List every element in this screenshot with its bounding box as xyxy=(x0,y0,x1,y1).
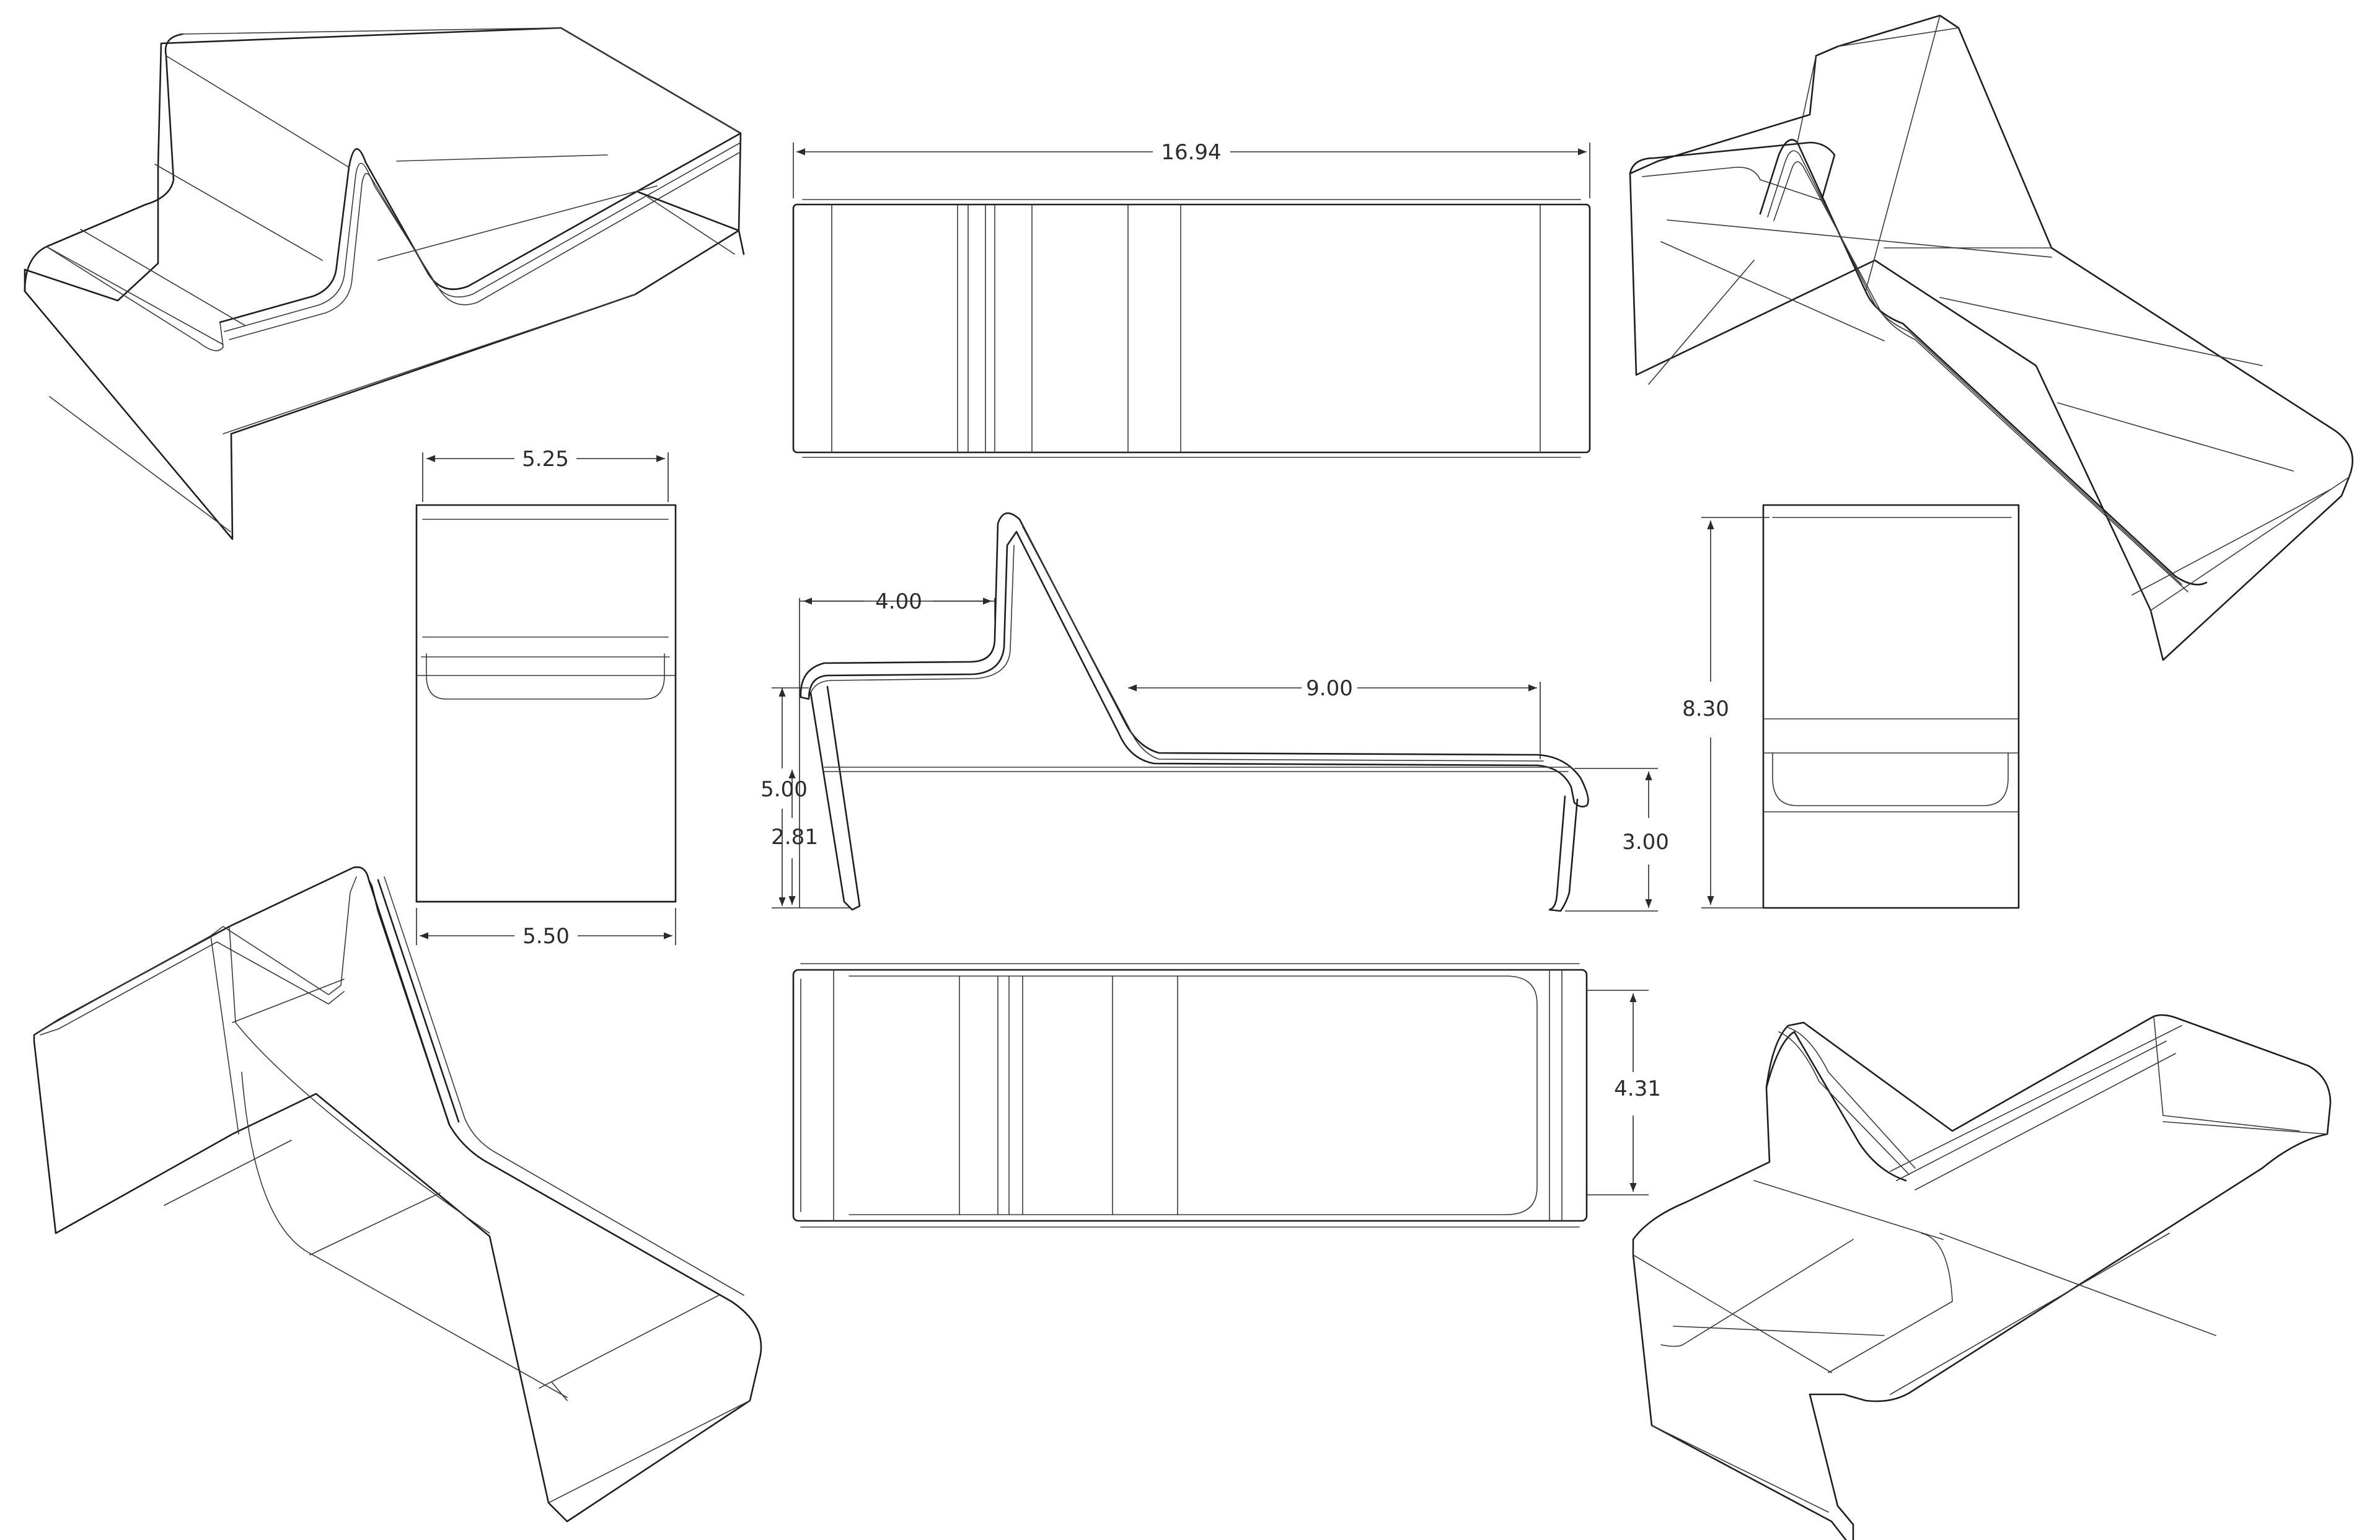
side-view: 4.00 9.00 5.00 2.81 3.00 xyxy=(760,512,1669,912)
dim-overall-height: 5.00 xyxy=(760,777,808,802)
dim-bottom-width: 4.31 xyxy=(1614,1076,1661,1101)
back-view: 8.30 xyxy=(1682,504,2020,909)
dim-overall-length: 16.94 xyxy=(1161,140,1221,165)
bottom-view: 4.31 xyxy=(792,963,1661,1228)
dim-seat-height: 2.81 xyxy=(771,825,818,850)
iso-view-bottom-right xyxy=(1632,1014,2332,1540)
dim-back-length: 8.30 xyxy=(1682,697,1729,721)
dim-front-height: 3.00 xyxy=(1622,830,1669,855)
top-view: 16.94 xyxy=(792,140,1591,458)
dim-armrest-length: 4.00 xyxy=(875,589,922,614)
dim-seat-length: 9.00 xyxy=(1306,676,1353,701)
iso-view-bottom-left xyxy=(33,866,762,1523)
iso-view-top-right xyxy=(1629,14,2354,661)
dim-base-width: 5.50 xyxy=(522,924,570,949)
front-view: 5.25 5.50 xyxy=(415,447,677,949)
iso-view-top-left xyxy=(24,27,745,540)
dim-front-width: 5.25 xyxy=(522,447,569,472)
